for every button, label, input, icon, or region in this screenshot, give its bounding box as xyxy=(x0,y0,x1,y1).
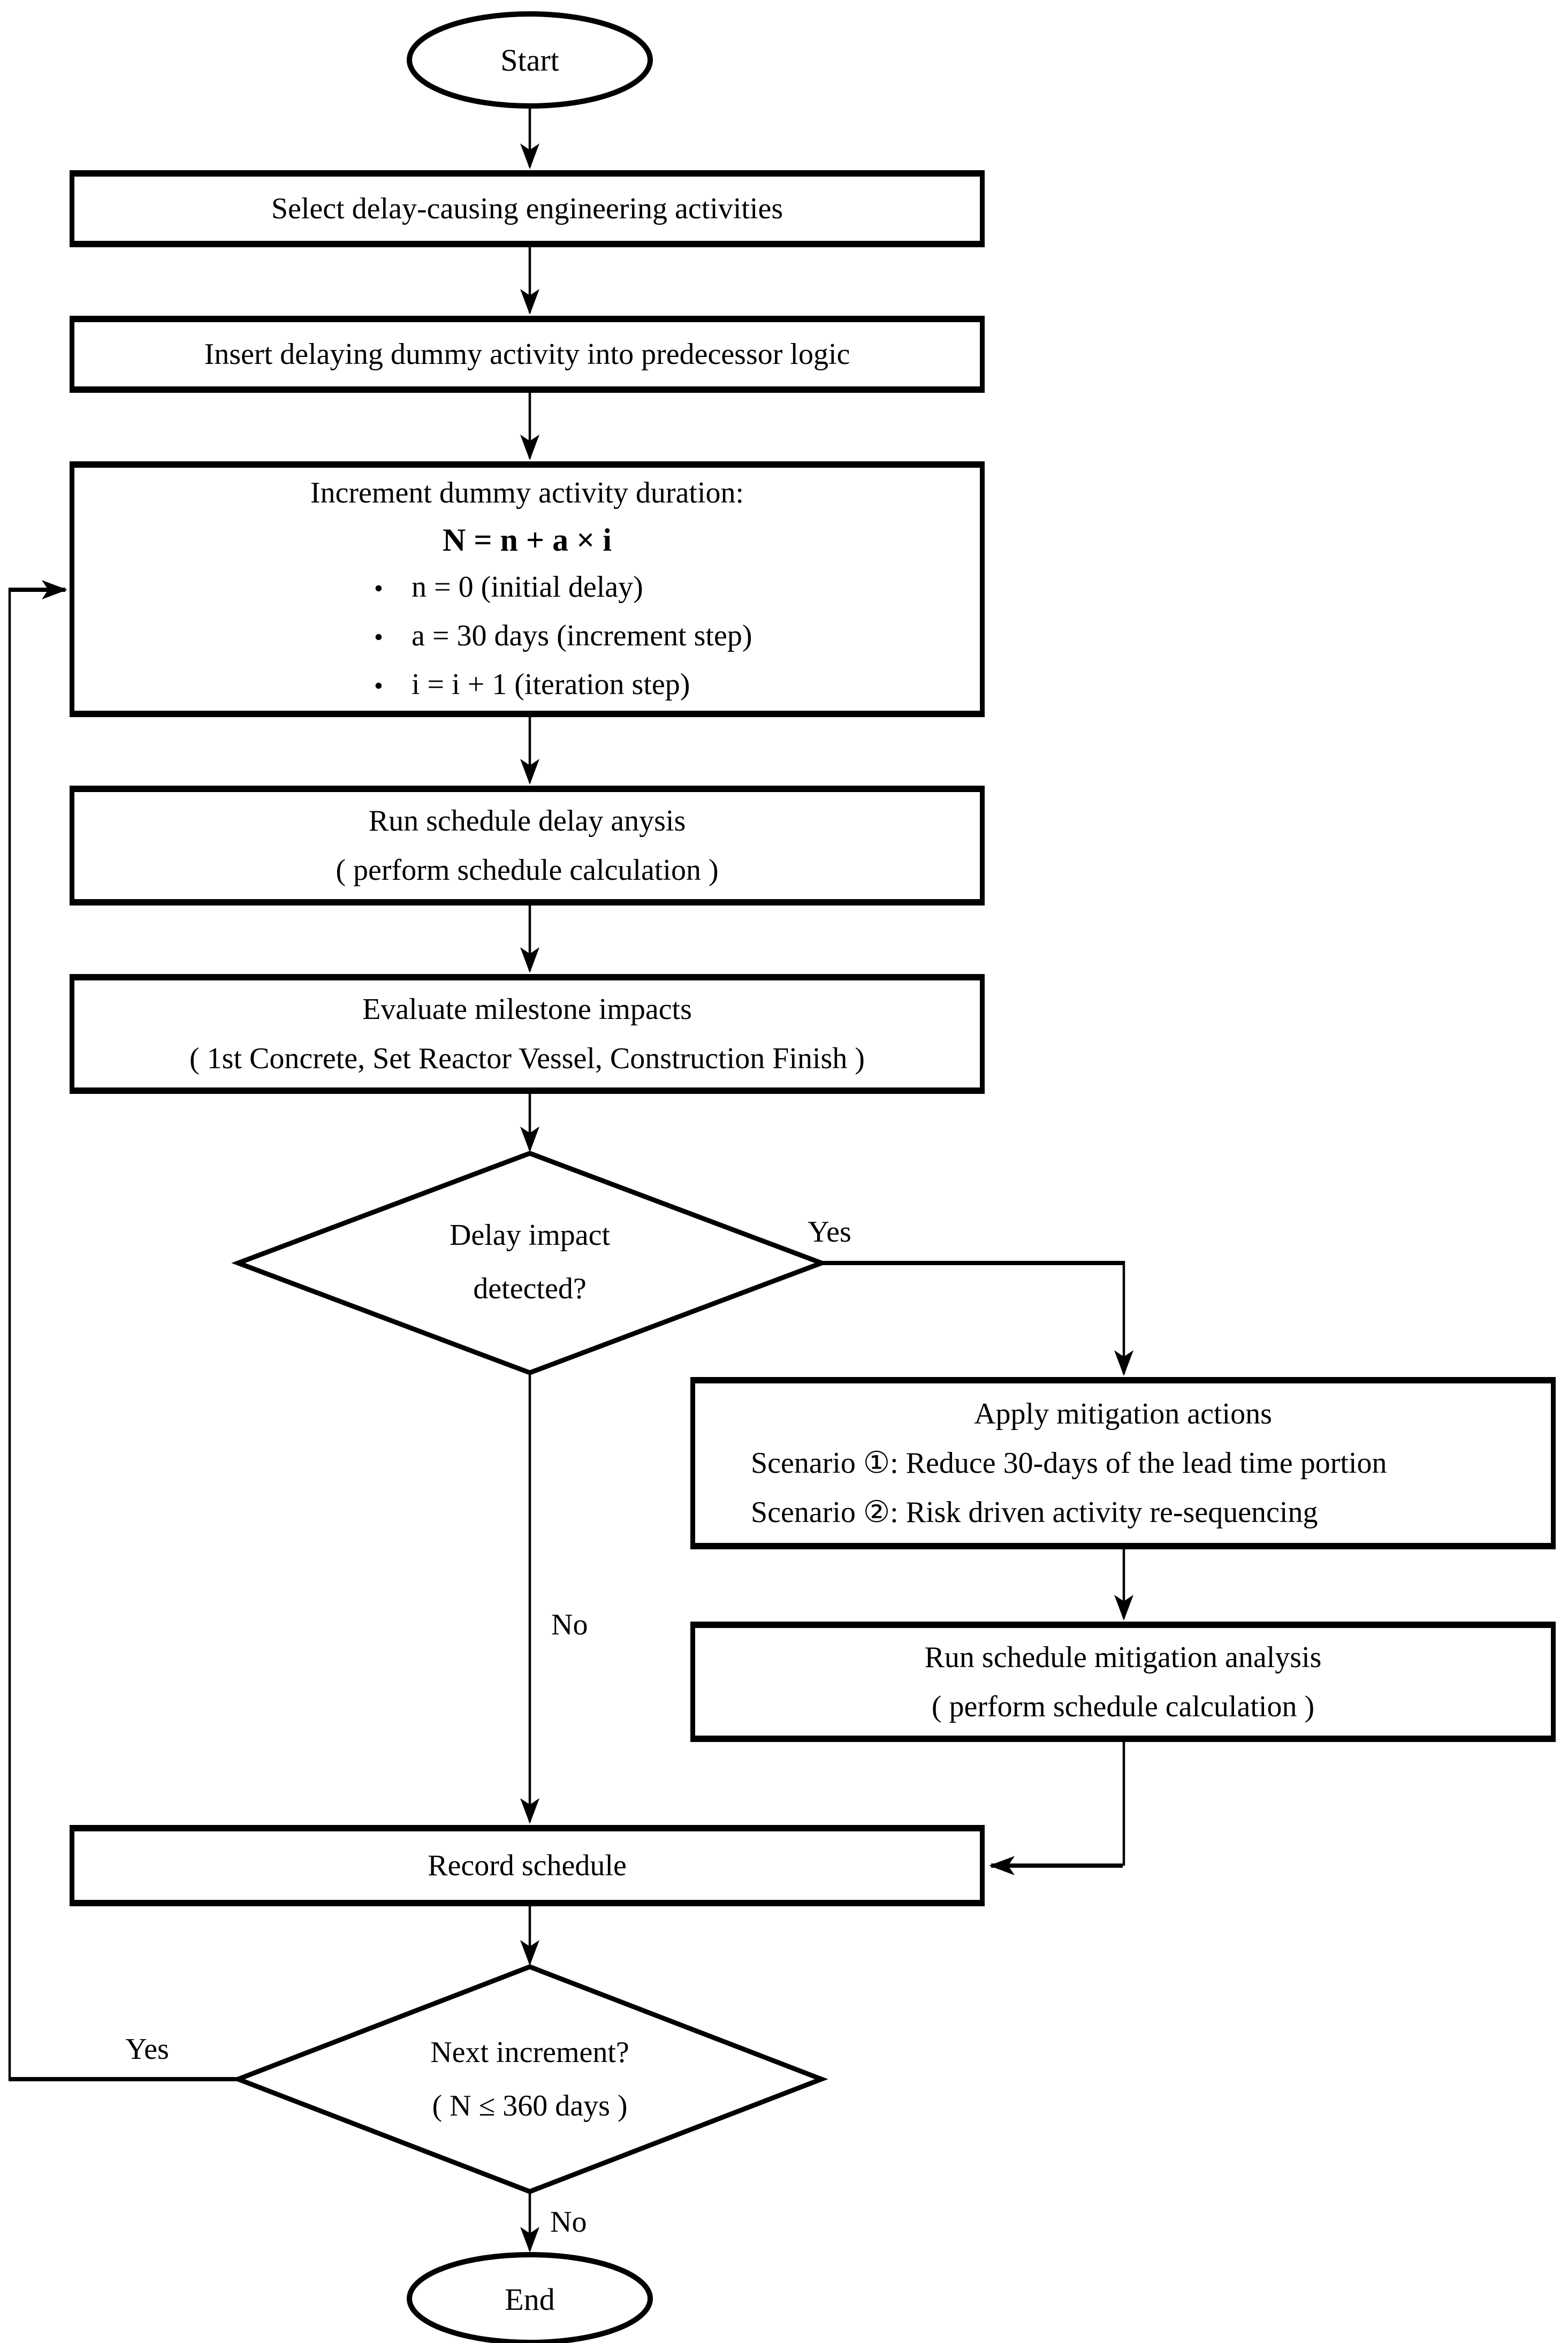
evaluate-milestones-box: Evaluate milestone impacts ( 1st Concret… xyxy=(70,974,985,1094)
end-terminator-shape xyxy=(407,2252,653,2343)
bullet-dot-icon: • xyxy=(374,671,383,700)
next-increment-decision-shape xyxy=(231,1964,828,2194)
run-mitigation-analysis-line2: ( perform schedule calculation ) xyxy=(931,1690,1315,1723)
record-schedule-box: Record schedule xyxy=(70,1825,985,1906)
evaluate-milestones-line1: Evaluate milestone impacts xyxy=(362,993,692,1026)
record-schedule-label: Record schedule xyxy=(428,1849,627,1882)
increment-bullet-step: • a = 30 days (increment step) xyxy=(374,612,980,661)
run-delay-analysis-box: Run schedule delay anysis ( perform sche… xyxy=(70,786,985,906)
increment-bullet-list: • n = 0 (initial delay) • a = 30 days (inc… xyxy=(74,564,980,710)
label-next-increment-no: No xyxy=(550,2205,587,2239)
evaluate-milestones-line2: ( 1st Concrete, Set Reactor Vessel, Cons… xyxy=(189,1042,865,1075)
increment-bullet-initial-delay: • n = 0 (initial delay) xyxy=(374,564,980,612)
apply-mitigation-title: Apply mitigation actions xyxy=(974,1397,1272,1431)
mitigation-scenario-1: Scenario ①: Reduce 30-days of the lead t… xyxy=(751,1447,1387,1480)
label-delay-impact-yes: Yes xyxy=(808,1215,851,1249)
label-next-increment-yes: Yes xyxy=(125,2033,169,2066)
delay-impact-decision-label: Delay impact detected? xyxy=(369,1208,690,1315)
end-terminator-label: End xyxy=(505,2282,555,2317)
next-increment-decision-label: Next increment? ( N ≤ 360 days ) xyxy=(369,2026,690,2133)
delay-impact-line2: detected? xyxy=(473,1272,587,1305)
run-mitigation-analysis-box: Run schedule mitigation analysis ( perfo… xyxy=(690,1622,1556,1742)
increment-bullet-text: n = 0 (initial delay) xyxy=(412,570,643,604)
next-increment-line2: ( N ≤ 360 days ) xyxy=(432,2089,628,2123)
increment-bullet-text: a = 30 days (increment step) xyxy=(412,619,752,652)
increment-bullet-iteration: • i = i + 1 (iteration step) xyxy=(374,661,980,710)
increment-formula: N = n + a × i xyxy=(443,522,612,558)
label-delay-impact-no: No xyxy=(551,1608,588,1641)
run-delay-analysis-line1: Run schedule delay anysis xyxy=(368,804,686,838)
start-terminator-label: Start xyxy=(500,43,559,78)
run-mitigation-analysis-line1: Run schedule mitigation analysis xyxy=(924,1640,1322,1674)
next-increment-line1: Next increment? xyxy=(430,2036,629,2069)
run-delay-analysis-line2: ( perform schedule calculation ) xyxy=(336,854,719,887)
delay-impact-decision-shape xyxy=(231,1151,828,1375)
apply-mitigation-box: Apply mitigation actions Scenario ①: Red… xyxy=(690,1377,1556,1549)
delay-impact-line1: Delay impact xyxy=(449,1219,611,1252)
increment-duration-box: Increment dummy activity duration: N = n… xyxy=(70,461,985,717)
select-activities-label: Select delay-causing engineering activit… xyxy=(271,192,783,225)
insert-dummy-box: Insert delaying dummy activity into pred… xyxy=(70,316,985,393)
bullet-dot-icon: • xyxy=(374,574,383,603)
select-activities-box: Select delay-causing engineering activit… xyxy=(70,170,985,247)
increment-title: Increment dummy activity duration: xyxy=(310,476,744,509)
start-terminator-shape xyxy=(407,11,653,109)
increment-bullet-text: i = i + 1 (iteration step) xyxy=(412,667,690,701)
mitigation-scenario-2: Scenario ②: Risk driven activity re-sequ… xyxy=(751,1496,1318,1529)
insert-dummy-label: Insert delaying dummy activity into pred… xyxy=(204,338,850,371)
bullet-dot-icon: • xyxy=(374,622,383,651)
